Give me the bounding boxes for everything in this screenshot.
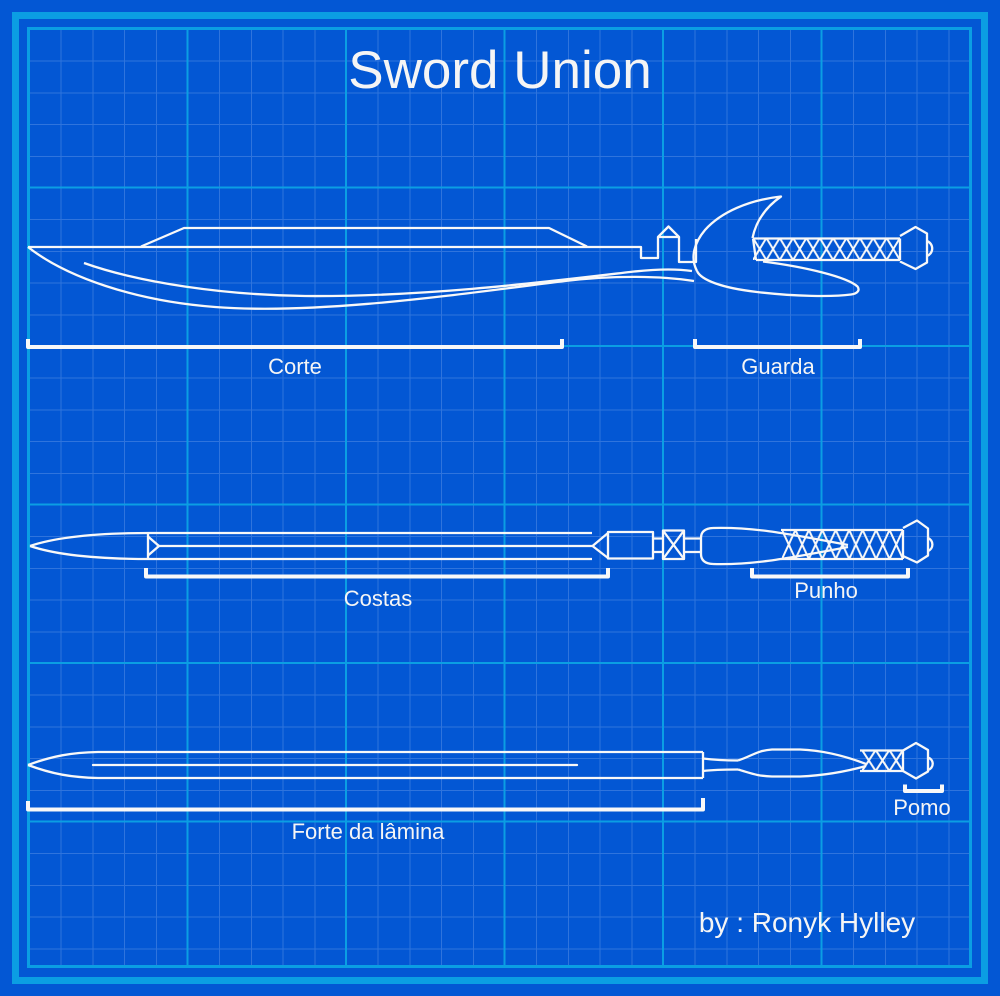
crescent-guard-lower-horn bbox=[695, 260, 860, 298]
corte-dimension-bracket bbox=[26, 339, 564, 349]
block-tab bbox=[653, 537, 663, 554]
forte-dimension-bracket bbox=[26, 798, 705, 812]
spindle-grip-top bbox=[737, 748, 867, 766]
grip-lattice-wrap bbox=[753, 238, 900, 260]
costas-dimension-bracket bbox=[144, 568, 610, 579]
label-corte: Corte bbox=[268, 354, 322, 379]
page-title: Sword Union bbox=[348, 41, 652, 100]
cross-block-x bbox=[662, 529, 685, 560]
pommel bbox=[899, 225, 929, 271]
sword-top-view bbox=[29, 519, 934, 566]
pommel bbox=[902, 519, 930, 564]
label-pomo: Pomo bbox=[893, 795, 951, 820]
tip-top-outline bbox=[29, 531, 592, 548]
dimension-brackets bbox=[26, 339, 944, 812]
tip-junction-point bbox=[147, 535, 161, 557]
grip-lattice-wrap bbox=[782, 530, 903, 559]
blade-back-ridge bbox=[140, 226, 588, 248]
guarda-dimension-bracket bbox=[693, 339, 862, 349]
blade-top-outline bbox=[27, 750, 703, 767]
label-punho: Punho bbox=[794, 578, 858, 603]
sword-side-view bbox=[27, 195, 934, 310]
pommel bbox=[902, 741, 930, 780]
pommel-end-nub bbox=[927, 756, 934, 772]
grip-vase-left-cap bbox=[699, 526, 714, 566]
pomo-dimension-bracket bbox=[903, 784, 944, 793]
label-forte-da-lamina: Forte da lâmina bbox=[291, 819, 445, 844]
blade-end-point bbox=[591, 532, 609, 559]
ricasso-block bbox=[606, 530, 655, 560]
label-costas: Costas bbox=[343, 586, 413, 611]
author-credit: by : Ronyk Hylley bbox=[698, 907, 916, 938]
pommel-end-nub bbox=[926, 239, 934, 258]
pommel-end-nub bbox=[927, 536, 934, 553]
grip-lattice-wrap bbox=[862, 750, 903, 771]
tip-bottom-outline bbox=[29, 544, 592, 561]
label-guarda: Guarda bbox=[741, 354, 815, 379]
blade-spine-and-ricasso bbox=[28, 225, 698, 264]
neck-lines bbox=[684, 537, 701, 554]
tang-neck bbox=[702, 757, 739, 773]
blade-bottom-outline bbox=[27, 763, 703, 780]
punho-dimension-bracket bbox=[750, 568, 910, 579]
blade-fuller-line bbox=[83, 261, 693, 298]
blade-belly-edge bbox=[27, 246, 695, 310]
crescent-guard-upper-horn bbox=[692, 195, 783, 272]
sword-edge-view bbox=[27, 741, 934, 780]
spindle-grip-bottom bbox=[737, 764, 867, 778]
